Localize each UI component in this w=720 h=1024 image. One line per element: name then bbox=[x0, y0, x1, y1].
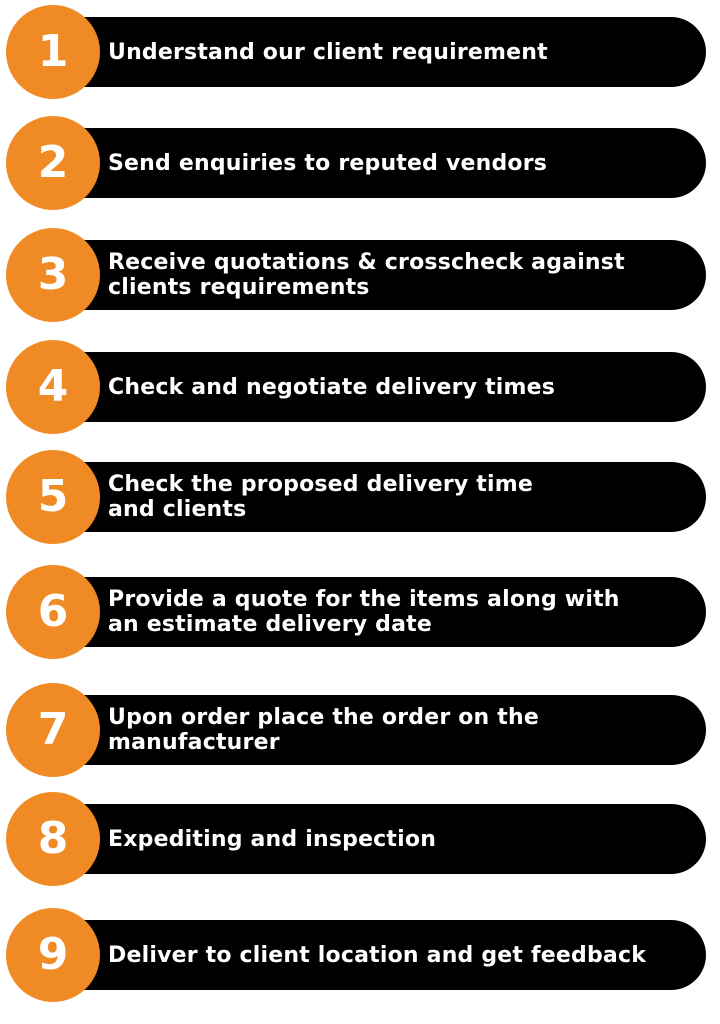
step-bar: Send enquiries to reputed vendors bbox=[50, 128, 706, 198]
step-6: Provide a quote for the items along with… bbox=[6, 565, 706, 659]
step-number-badge: 2 bbox=[6, 116, 100, 210]
step-3: Receive quotations & crosscheck against … bbox=[6, 228, 706, 322]
step-bar: Check the proposed delivery time and cli… bbox=[50, 462, 706, 532]
step-bar: Receive quotations & crosscheck against … bbox=[50, 240, 706, 310]
step-1: Understand our client requirement 1 bbox=[6, 5, 706, 99]
step-number-badge: 4 bbox=[6, 340, 100, 434]
step-7: Upon order place the order on the manufa… bbox=[6, 683, 706, 777]
step-bar: Expediting and inspection bbox=[50, 804, 706, 874]
step-number-badge: 5 bbox=[6, 450, 100, 544]
step-label: Receive quotations & crosscheck against … bbox=[108, 250, 625, 300]
step-number-badge: 6 bbox=[6, 565, 100, 659]
step-number-badge: 1 bbox=[6, 5, 100, 99]
step-label: Expediting and inspection bbox=[108, 826, 437, 852]
step-label: Provide a quote for the items along with… bbox=[108, 587, 620, 637]
step-bar: Upon order place the order on the manufa… bbox=[50, 695, 706, 765]
step-bar: Deliver to client location and get feedb… bbox=[50, 920, 706, 990]
step-number: 2 bbox=[37, 137, 69, 188]
step-bar: Understand our client requirement bbox=[50, 17, 706, 87]
step-number-badge: 3 bbox=[6, 228, 100, 322]
step-number: 1 bbox=[37, 26, 69, 77]
step-number: 9 bbox=[37, 929, 69, 980]
step-number: 6 bbox=[37, 586, 69, 637]
step-8: Expediting and inspection 8 bbox=[6, 792, 706, 886]
step-label: Upon order place the order on the manufa… bbox=[108, 705, 539, 755]
step-2: Send enquiries to reputed vendors 2 bbox=[6, 116, 706, 210]
step-number: 4 bbox=[37, 361, 69, 412]
step-number-badge: 8 bbox=[6, 792, 100, 886]
step-number-badge: 9 bbox=[6, 908, 100, 1002]
step-number: 3 bbox=[37, 249, 69, 300]
step-bar: Check and negotiate delivery times bbox=[50, 352, 706, 422]
step-number: 7 bbox=[37, 704, 69, 755]
step-label: Deliver to client location and get feedb… bbox=[108, 942, 647, 968]
step-number-badge: 7 bbox=[6, 683, 100, 777]
step-4: Check and negotiate delivery times 4 bbox=[6, 340, 706, 434]
step-label: Understand our client requirement bbox=[108, 39, 548, 65]
step-number: 5 bbox=[37, 471, 69, 522]
step-5: Check the proposed delivery time and cli… bbox=[6, 450, 706, 544]
step-label: Check and negotiate delivery times bbox=[108, 374, 556, 400]
step-9: Deliver to client location and get feedb… bbox=[6, 908, 706, 1002]
step-label: Check the proposed delivery time and cli… bbox=[108, 472, 533, 522]
step-bar: Provide a quote for the items along with… bbox=[50, 577, 706, 647]
step-label: Send enquiries to reputed vendors bbox=[108, 150, 548, 176]
step-number: 8 bbox=[37, 813, 69, 864]
